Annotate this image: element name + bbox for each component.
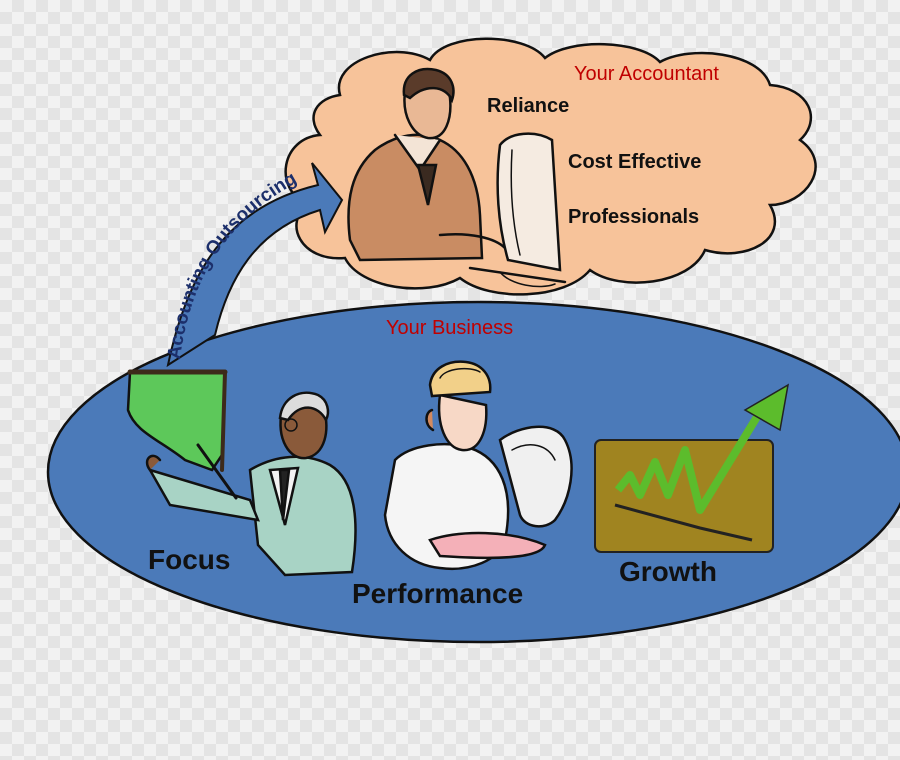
accountant-at-computer-icon xyxy=(347,67,567,288)
accountant-title: Your Accountant xyxy=(574,63,719,85)
business-item-growth: Growth xyxy=(619,556,717,587)
business-title: Your Business xyxy=(386,317,514,339)
accountant-item-reliance: Reliance xyxy=(487,95,570,117)
presenter-with-board-icon xyxy=(126,369,357,577)
accountant-item-cost-effective: Cost Effective xyxy=(568,151,702,173)
engineer-with-blueprints-icon xyxy=(383,360,573,570)
business-item-performance: Performance xyxy=(352,578,524,609)
growth-chart-icon xyxy=(594,383,790,553)
accountant-item-professionals: Professionals xyxy=(568,206,700,228)
business-item-focus: Focus xyxy=(148,544,231,575)
